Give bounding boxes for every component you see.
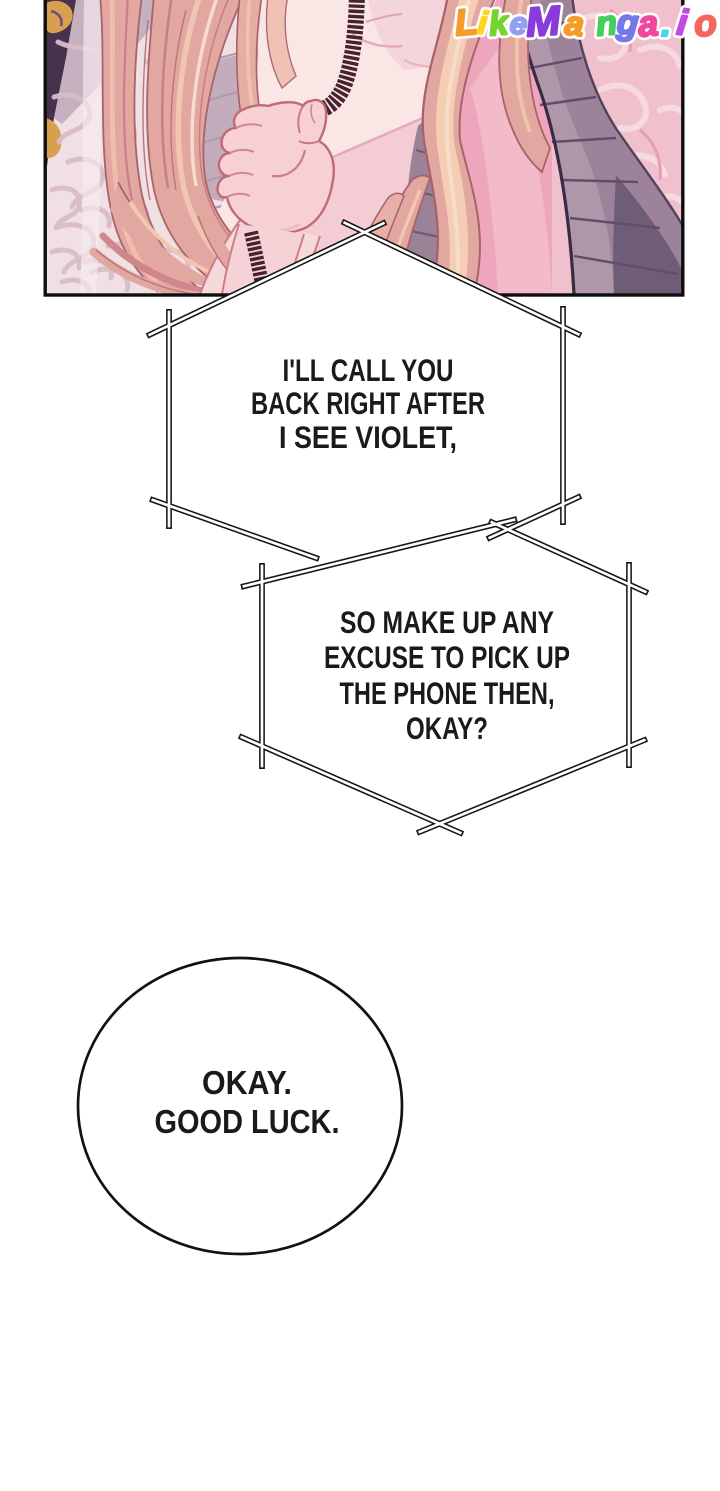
svg-text:M: M bbox=[524, 0, 562, 46]
svg-text:a: a bbox=[563, 4, 586, 44]
svg-text:L: L bbox=[453, 1, 479, 44]
svg-text:e: e bbox=[509, 5, 529, 41]
svg-text:a: a bbox=[636, 2, 660, 45]
svg-text:EXCUSE TO PICK UP: EXCUSE TO PICK UP bbox=[324, 639, 570, 675]
svg-text:THE PHONE THEN,: THE PHONE THEN, bbox=[340, 675, 555, 711]
svg-text:GOOD LUCK.: GOOD LUCK. bbox=[155, 1104, 340, 1141]
svg-text:.: . bbox=[661, 3, 671, 44]
svg-text:BACK RIGHT AFTER: BACK RIGHT AFTER bbox=[251, 385, 485, 421]
svg-text:n: n bbox=[594, 4, 619, 44]
svg-text:M: M bbox=[524, 0, 562, 46]
svg-text:o: o bbox=[692, 2, 718, 45]
svg-text:I SEE VIOLET,: I SEE VIOLET, bbox=[279, 419, 457, 455]
svg-text:I'LL CALL YOU: I'LL CALL YOU bbox=[283, 352, 454, 388]
svg-text:k: k bbox=[487, 4, 511, 44]
svg-text:.: . bbox=[661, 3, 671, 44]
svg-text:g: g bbox=[614, 2, 640, 43]
svg-text:OKAY?: OKAY? bbox=[406, 710, 488, 746]
svg-text:SO MAKE UP ANY: SO MAKE UP ANY bbox=[340, 604, 554, 640]
svg-text:OKAY.: OKAY. bbox=[202, 1065, 292, 1102]
